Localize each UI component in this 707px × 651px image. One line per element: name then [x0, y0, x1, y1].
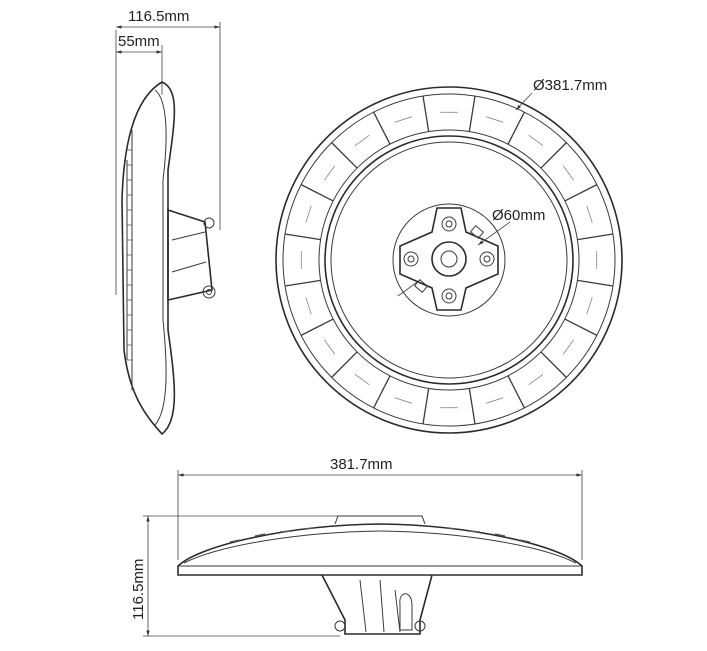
mount-bolt	[441, 288, 457, 304]
front-housing	[177, 523, 583, 576]
side-view: 116.5mm 55mm	[115, 8, 221, 436]
fin-divider	[331, 351, 358, 378]
fin-divider	[507, 375, 525, 409]
fin-divider	[564, 184, 598, 202]
fin-chord	[486, 397, 504, 404]
fin-chord	[586, 297, 593, 315]
fin-divider	[540, 351, 567, 378]
mount-bolt	[479, 251, 495, 267]
fin-divider	[422, 388, 430, 425]
mount-bolt	[403, 251, 419, 267]
side-bracket	[167, 208, 213, 302]
fin-divider	[373, 375, 391, 409]
side-housing	[121, 81, 176, 436]
mount-bolt	[441, 216, 457, 232]
fin-chord	[528, 134, 544, 146]
front-width-dimension: 381.7mm	[330, 456, 393, 473]
fin-divider	[300, 184, 334, 202]
fin-chord	[305, 297, 312, 315]
side-bolt-top	[203, 217, 215, 229]
mount-ring	[392, 203, 506, 317]
fin-chord	[323, 339, 335, 355]
fin-divider	[564, 318, 598, 336]
fin-divider	[284, 233, 321, 241]
fin-divider	[373, 111, 391, 145]
fin-chord	[354, 134, 370, 146]
heat-sink-fins	[284, 95, 614, 425]
fin-chord	[586, 205, 593, 223]
fin-divider	[300, 318, 334, 336]
side-bolt-bottom	[202, 285, 216, 299]
top-view: Ø60mm Ø381.7mm	[275, 77, 623, 434]
fin-divider	[507, 111, 525, 145]
fin-chord	[394, 116, 412, 123]
fin-divider	[468, 95, 476, 132]
fin-chord	[394, 397, 412, 404]
front-height-dimension: 116.5mm	[130, 559, 147, 620]
center-hub	[431, 241, 467, 277]
mount-plate	[399, 207, 499, 311]
fin-divider	[284, 279, 321, 287]
fin-chord	[563, 339, 575, 355]
fin-chord	[323, 165, 335, 181]
front-view: 381.7mm 116.5mm	[130, 456, 583, 637]
fin-divider	[577, 279, 614, 287]
fin-chord	[486, 116, 504, 123]
front-bracket	[321, 574, 433, 635]
front-fins	[229, 527, 531, 543]
side-fins	[127, 149, 132, 361]
fin-chord	[563, 165, 575, 181]
side-depth-dimension: 116.5mm	[128, 8, 189, 25]
front-bolt-right	[414, 620, 426, 632]
fin-chord	[305, 205, 312, 223]
fin-chord	[528, 374, 544, 386]
fin-divider	[331, 142, 358, 169]
side-body-dimension: 55mm	[118, 33, 160, 50]
outer-diameter-label: Ø381.7mm	[533, 77, 607, 94]
outer-rim	[275, 86, 623, 434]
fin-divider	[577, 233, 614, 241]
front-bolt-left	[334, 620, 346, 632]
fin-divider	[422, 95, 430, 132]
mount-diameter-label: Ø60mm	[492, 207, 545, 224]
fin-divider	[468, 388, 476, 425]
fin-chord	[354, 374, 370, 386]
fin-divider	[540, 142, 567, 169]
